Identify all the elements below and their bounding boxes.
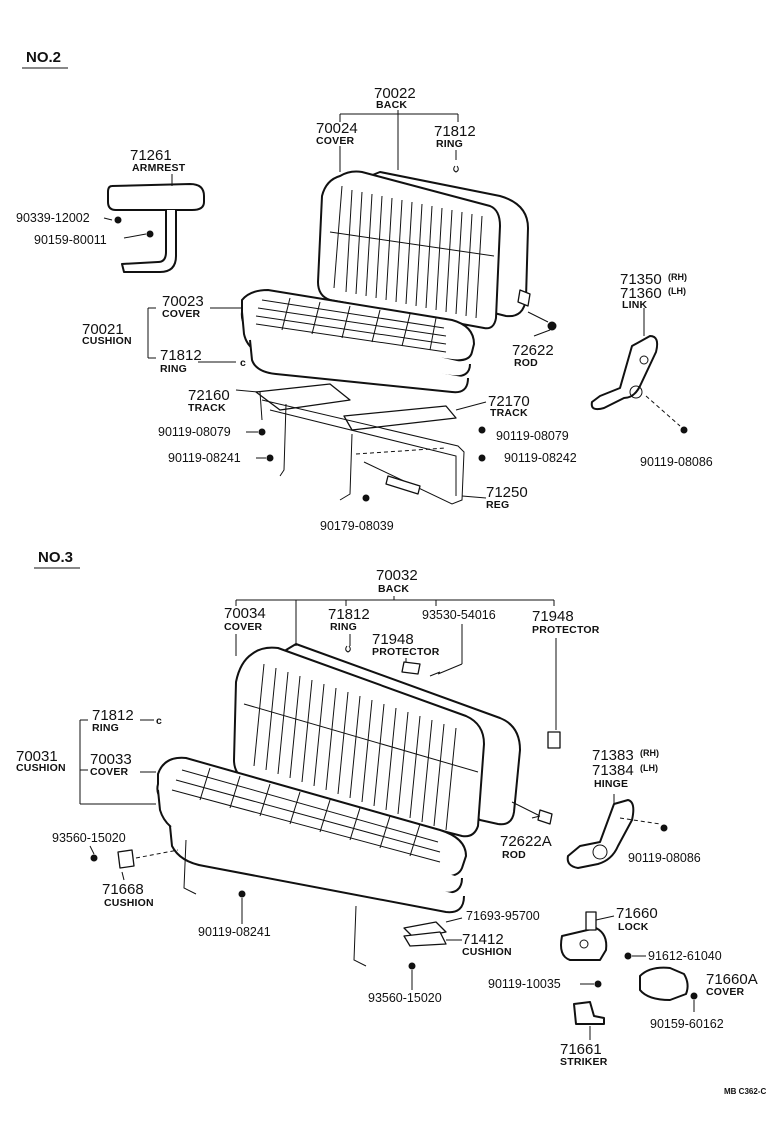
no2-link-illustration [590, 335, 688, 434]
no2-cushion-ring-mark: c [240, 357, 246, 369]
no3-cushion-ring-name: RING [92, 722, 119, 734]
no2-reg-pn: 71250 [486, 484, 528, 501]
no3-cushion-block-name: CUSHION [104, 897, 154, 909]
no2-bolt-d: 90119-08079 [496, 429, 569, 443]
no2-link-rh: (RH) [668, 272, 687, 282]
no3-lock-cover-pn: 71660A [706, 971, 758, 988]
no2-rod-pn: 72622 [512, 342, 554, 359]
no3-cushion-name: CUSHION [16, 762, 66, 774]
no3-protector-b-name: PROTECTOR [532, 624, 600, 636]
no3-cushion-block-pn: 71668 [102, 881, 144, 898]
no3-striker-name: STRIKER [560, 1056, 608, 1068]
no2-cushion-name: CUSHION [82, 335, 132, 347]
no2-back-cover-pn: 70024 [316, 120, 358, 137]
no3-leader-lines [79, 596, 695, 1040]
no2-track-l-name: TRACK [188, 402, 226, 414]
no3-cushion-pad-pn: 71412 [462, 931, 504, 948]
no3-protector-b-pn: 71948 [532, 608, 574, 625]
no3-back-cover-pn: 70034 [224, 605, 266, 622]
no3-lock-illustration [560, 911, 698, 1025]
no2-cushion-pn: 70021 [82, 321, 124, 338]
no2-bolt-e: 90119-08241 [168, 451, 241, 465]
no3-cover-bolt: 90159-60162 [650, 1017, 724, 1031]
no3-back-pn: 70032 [376, 567, 418, 584]
no3-bolt-b: 90119-08241 [198, 925, 271, 939]
no2-track-r-pn: 72170 [488, 393, 530, 410]
no3-rod-name: ROD [502, 849, 526, 861]
no2-armrest-name: ARMREST [132, 162, 186, 174]
no3-cushion-block-illustration [90, 849, 179, 869]
no3-hinge-pn-lh: 71384 [592, 762, 634, 779]
no2-ring-mark-icon [453, 165, 459, 173]
no3-rod-pn: 72622A [500, 833, 552, 850]
no2-track-frame-illustration [255, 383, 486, 505]
no3-lock-name: LOCK [618, 921, 649, 933]
no2-bolt-c: 90119-08079 [158, 425, 231, 439]
no3-lock-cover-name: COVER [706, 986, 745, 998]
no2-bolt-g: 90179-08039 [320, 519, 394, 533]
no2-link-lh: (LH) [668, 286, 686, 296]
no3-back-ring-pn: 71812 [328, 606, 370, 623]
section-label-no3: NO.3 [38, 549, 73, 566]
no2-link-name: LINK [622, 299, 648, 311]
no3-bolt-c: 93560-15020 [368, 991, 442, 1005]
no3-back-ring-name: RING [330, 621, 357, 633]
no3-back-name: BACK [378, 583, 409, 595]
no3-lock-bolt2: 90119-10035 [488, 977, 561, 991]
no3-lock-bolt: 91612-61040 [648, 949, 722, 963]
no3-cushion-ring-pn: 71812 [92, 707, 134, 724]
no3-seat-cushion-illustration [156, 756, 467, 970]
no2-cushion-cover-pn: 70023 [162, 293, 204, 310]
no2-track-r-name: TRACK [490, 407, 528, 419]
no3-hinge-rh: (RH) [640, 748, 659, 758]
no2-leader-lines [103, 110, 645, 499]
no3-back-cover-name: COVER [224, 621, 263, 633]
no3-lock-pn: 71660 [616, 905, 658, 922]
no2-link-bolt: 90119-08086 [640, 455, 713, 469]
no2-bolt-b: 90159-80011 [34, 233, 107, 247]
no2-seat-back-illustration [317, 170, 557, 331]
no3-hinge-bolt: 90119-08086 [628, 851, 701, 865]
no3-cushion-pad-illustration [403, 921, 447, 947]
no3-cushion-cover-pn: 70033 [90, 751, 132, 768]
no3-cushion-ring-mark: c [156, 715, 162, 727]
no2-cushion-ring-name: RING [160, 363, 187, 375]
no2-cushion-ring-pn: 71812 [160, 347, 202, 364]
no2-rod-name: ROD [514, 357, 538, 369]
no3-cushion-cover-name: COVER [90, 766, 129, 778]
no3-hinge-lh: (LH) [640, 763, 658, 773]
no2-cushion-cover-name: COVER [162, 308, 201, 320]
no3-cushion-pad-name: CUSHION [462, 946, 512, 958]
no2-seat-cushion-illustration [240, 289, 475, 394]
no3-cushion-pn: 70031 [16, 748, 58, 765]
no3-striker-pn: 71661 [560, 1041, 602, 1058]
no2-armrest-illustration [107, 183, 205, 273]
no2-bolt-f: 90119-08242 [504, 451, 577, 465]
no2-back-pn: 70022 [374, 85, 416, 102]
section-label-no2: NO.2 [26, 49, 61, 66]
no2-bolt-a: 90339-12002 [16, 211, 90, 225]
no2-reg-name: REG [486, 499, 509, 511]
no2-link-pn-lh: 71360 [620, 285, 662, 302]
no2-back-name: BACK [376, 99, 407, 111]
no2-armrest-pn: 71261 [130, 147, 172, 164]
no2-link-pn-rh: 71350 [620, 271, 662, 288]
no3-clip: 71693-95700 [466, 909, 540, 923]
no2-track-l-pn: 72160 [188, 387, 230, 404]
no2-back-cover-name: COVER [316, 135, 355, 147]
no3-hinge-illustration [566, 799, 668, 869]
no3-hinge-pn-rh: 71383 [592, 747, 634, 764]
footer-code: MB C362-C [724, 1087, 766, 1096]
no2-back-ring-name: RING [436, 138, 463, 150]
no3-screw: 93530-54016 [422, 608, 496, 622]
no3-ring-mark-icon [345, 645, 351, 653]
no3-hinge-name: HINGE [594, 778, 628, 790]
no3-protector-a-pn: 71948 [372, 631, 414, 648]
no3-bolt-a: 93560-15020 [52, 831, 126, 845]
no2-back-ring-pn: 71812 [434, 123, 476, 140]
no3-protector-a-name: PROTECTOR [372, 646, 440, 658]
